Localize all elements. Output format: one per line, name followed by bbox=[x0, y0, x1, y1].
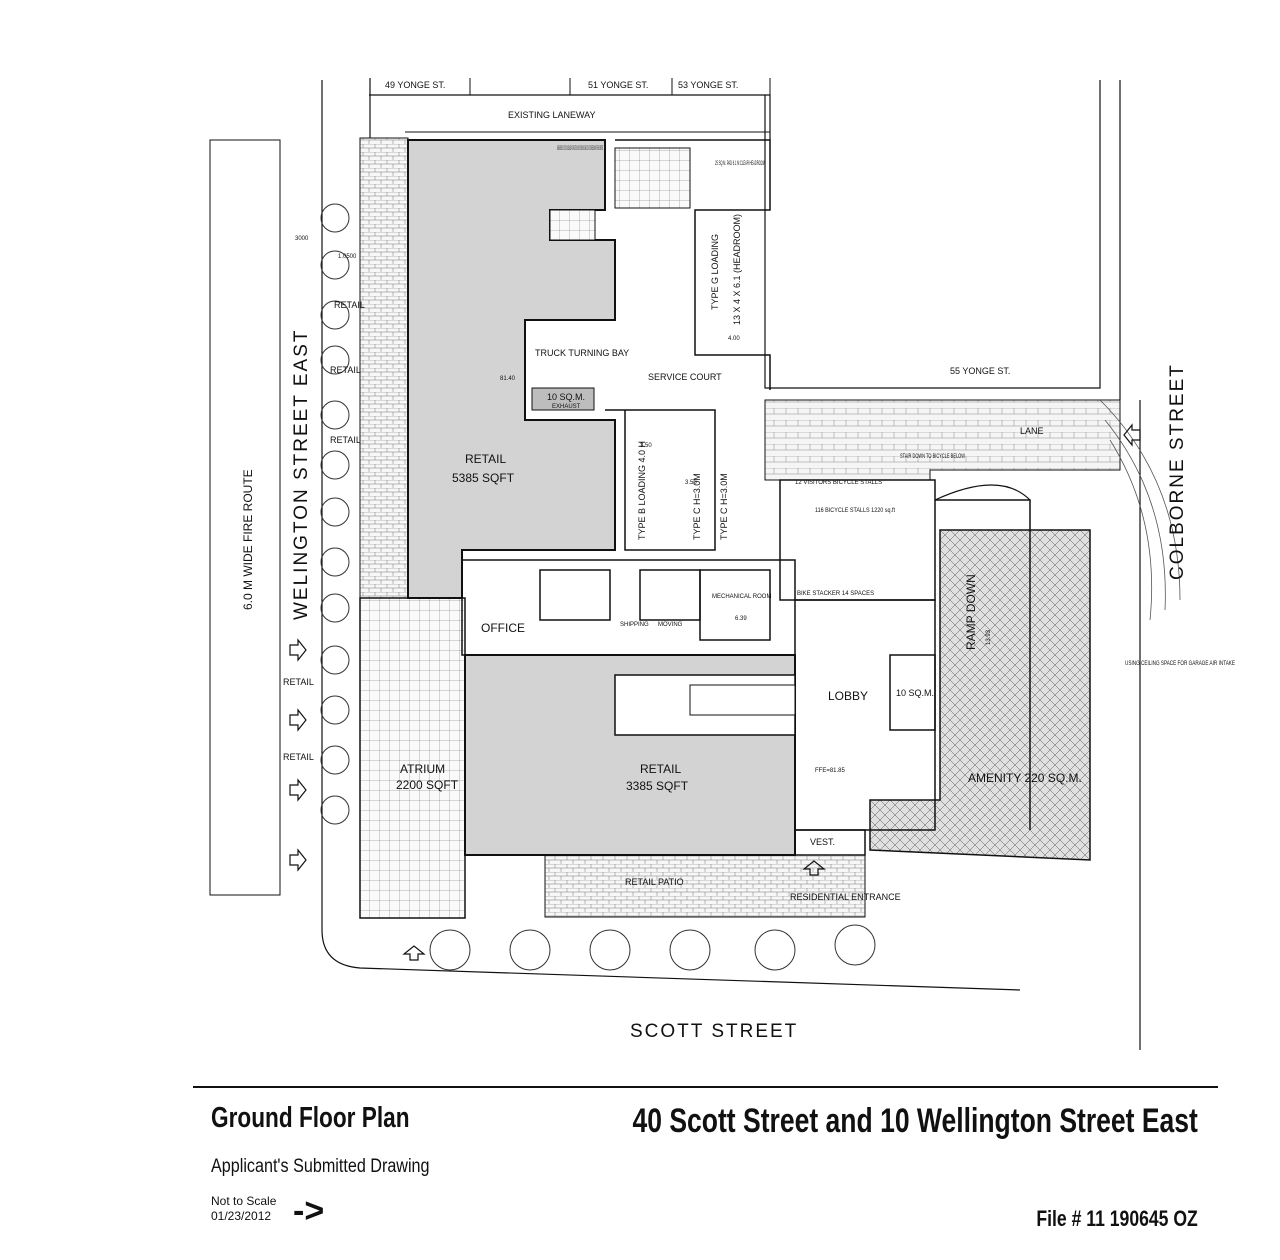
type-c-2: TYPE C H=3.0M bbox=[719, 473, 729, 540]
amenity-label: AMENITY 220 SQ.M. bbox=[968, 771, 1082, 785]
moving-label: MOVING bbox=[658, 622, 683, 628]
neighbour-51-yonge: 51 YONGE ST. bbox=[588, 80, 648, 90]
site-address: 40 Scott Street and 10 Wellington Street… bbox=[632, 1102, 1198, 1140]
ramp-down-label: RAMP DOWN bbox=[964, 574, 978, 650]
elevation-label: 81.40 bbox=[500, 376, 516, 382]
bike-stacker-note: BIKE STACKER 14 SPACES bbox=[797, 591, 874, 597]
retail-north bbox=[407, 139, 616, 599]
retail-patio-floor bbox=[544, 854, 866, 918]
title-block: Ground Floor Plan 40 Scott Street and 10… bbox=[193, 1086, 1218, 1248]
entrance-arrows bbox=[289, 423, 1141, 961]
retail-edge-2: RETAIL bbox=[330, 365, 361, 375]
scale-and-date: Not to Scale 01/23/2012 bbox=[211, 1194, 276, 1224]
fire-route-label: 6.0 M WIDE FIRE ROUTE bbox=[241, 469, 255, 610]
neighbour-53-yonge: 53 YONGE ST. bbox=[678, 80, 738, 90]
stair-down-note: STAIR DOWN TO BICYCLE BELOW bbox=[900, 454, 965, 460]
atrium-floor bbox=[359, 597, 466, 919]
garbage-note: GARBAGE BINS SET OUT ON SCHEDULED PICK-U… bbox=[557, 146, 603, 152]
office-label: OFFICE bbox=[481, 621, 525, 635]
retail-north-name: RETAIL bbox=[465, 452, 506, 466]
shipping-label: SHIPPING bbox=[620, 622, 649, 628]
exhaust-label: EXHAUST bbox=[552, 404, 581, 410]
bike-visitors-note: 12 VISITORS BICYCLE STALLS bbox=[795, 480, 882, 486]
neighbour-49-yonge: 49 YONGE ST. bbox=[385, 80, 445, 90]
retail-north-area: 5385 SQFT bbox=[452, 471, 515, 485]
retail-edge-5: RETAIL bbox=[283, 752, 314, 762]
fire-route bbox=[209, 139, 281, 896]
neighbour-lines bbox=[321, 78, 1141, 1050]
dim-350-a: 3.50 bbox=[640, 443, 652, 449]
loading-pads bbox=[614, 147, 691, 209]
amenity-floor bbox=[869, 529, 1091, 861]
retail-edge-3: RETAIL bbox=[330, 435, 361, 445]
ffe-label: FFE=81.85 bbox=[815, 768, 846, 774]
neighbour-55-yonge: 55 YONGE ST. bbox=[950, 366, 1010, 376]
street-colborne: COLBORNE STREET bbox=[1167, 363, 1188, 580]
lane-label: LANE bbox=[1020, 426, 1044, 436]
colborne-curves bbox=[1099, 399, 1181, 621]
file-number: File # 11 190645 OZ bbox=[1036, 1206, 1198, 1231]
elevator-bank bbox=[689, 684, 796, 716]
vest-label: VEST. bbox=[810, 837, 835, 847]
street-scott: SCOTT STREET bbox=[630, 1021, 798, 1042]
dim-1393: 13.93 bbox=[986, 629, 992, 645]
bike-stalls-note: 116 BICYCLE STALLS 1220 sq.ft bbox=[815, 508, 895, 514]
ten-sqm-label: 10 SQ.M. bbox=[896, 688, 934, 698]
exhaust-area: 10 SQ.M. bbox=[547, 392, 585, 402]
north-arrow-icon: -> bbox=[293, 1192, 325, 1230]
scale-note: Not to Scale bbox=[211, 1194, 277, 1208]
service-court: SERVICE COURT bbox=[648, 372, 722, 382]
atrium-name: ATRIUM bbox=[400, 762, 445, 776]
drawing-subtitle: Applicant's Submitted Drawing bbox=[211, 1156, 430, 1177]
existing-laneway: EXISTING LANEWAY bbox=[508, 110, 596, 120]
type-g-loading: TYPE G LOADING bbox=[710, 234, 720, 310]
street-wellington: WELINGTON STREET EAST bbox=[291, 328, 312, 620]
dim-400: 4.00 bbox=[728, 336, 740, 342]
exhaust-box bbox=[531, 387, 595, 411]
mechanical-room: MECHANICAL ROOM bbox=[712, 594, 771, 600]
dim-3000: 3000 bbox=[295, 236, 309, 242]
type-c-1: TYPE C H=3.0M bbox=[692, 473, 702, 540]
retail-patio-label: RETAIL PATIO bbox=[625, 877, 684, 887]
street-trees bbox=[320, 203, 876, 971]
drawing-title: Ground Floor Plan bbox=[211, 1102, 410, 1134]
ground-floor-plan: WELINGTON STREET EAST SCOTT STREET COLBO… bbox=[209, 78, 1235, 1050]
stair-core-north bbox=[549, 209, 596, 241]
sidewalk-wellington bbox=[359, 137, 409, 599]
truck-turning-bay: TRUCK TURNING BAY bbox=[535, 348, 629, 358]
drawing-date: 01/23/2012 bbox=[211, 1209, 272, 1223]
pad-note: 25 SQ.M. PAD 6.1 M CLEAR HEADROOM bbox=[715, 161, 765, 167]
type-g-dims: 13 X 4 X 6.1 (HEADROOM) bbox=[732, 214, 742, 325]
retail-south-name: RETAIL bbox=[640, 762, 681, 776]
lobby-label: LOBBY bbox=[828, 689, 868, 703]
dim-1500: 1.0500 bbox=[338, 254, 357, 260]
retail-south-area: 3385 SQFT bbox=[626, 779, 689, 793]
dim-350-b: 3.50 bbox=[685, 480, 697, 486]
type-b-loading: TYPE B LOADING 4.0 H bbox=[637, 441, 647, 540]
retail-edge-4: RETAIL bbox=[283, 677, 314, 687]
residential-entrance: RESIDENTIAL ENTRANCE bbox=[790, 892, 901, 902]
lane-paving bbox=[764, 399, 1121, 481]
atrium-area: 2200 SQFT bbox=[396, 778, 459, 792]
ramp-curve bbox=[934, 484, 1031, 501]
retail-edge-1: RETAIL bbox=[334, 300, 365, 310]
ceiling-note: USING CEILING SPACE FOR GARAGE AIR INTAK… bbox=[1125, 661, 1235, 667]
dim-639: 6.39 bbox=[735, 616, 747, 622]
